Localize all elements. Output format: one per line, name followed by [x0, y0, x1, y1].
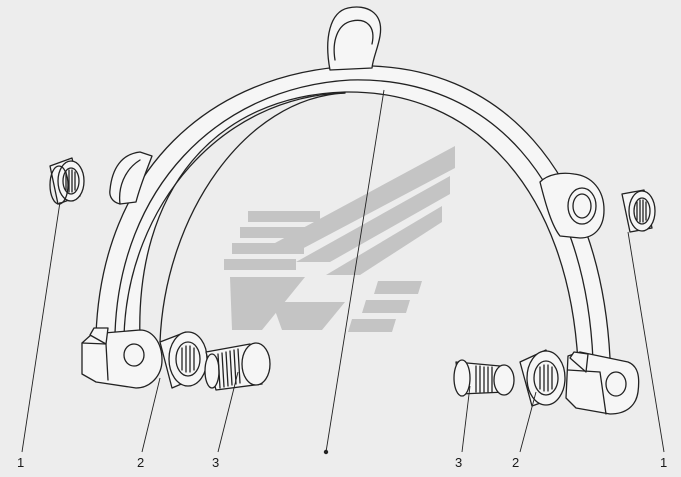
wing-logo-icon [224, 146, 455, 332]
callout-label-left-1: 1 [17, 455, 25, 470]
callout-label-right-1: 1 [660, 455, 668, 470]
needle-bearing-left-1 [49, 157, 85, 205]
callout-leaders [21, 89, 665, 455]
callout-label-left-2: 2 [137, 455, 145, 470]
roller-pin-right-3 [453, 359, 515, 397]
needle-bearing-right-1 [621, 189, 656, 233]
callout-label-right-2: 2 [512, 455, 520, 470]
callout-label-right-3: 3 [455, 455, 463, 470]
right-fork-foot [565, 351, 640, 415]
bearing-ring-right-2 [519, 349, 566, 407]
callout-label-left-3: 3 [212, 455, 220, 470]
shift-fork-body [95, 6, 611, 363]
bearing-ring-left-2 [159, 331, 208, 389]
datum-dot [323, 449, 329, 455]
roller-pin-left-3 [204, 342, 271, 391]
left-fork-foot [81, 327, 163, 389]
